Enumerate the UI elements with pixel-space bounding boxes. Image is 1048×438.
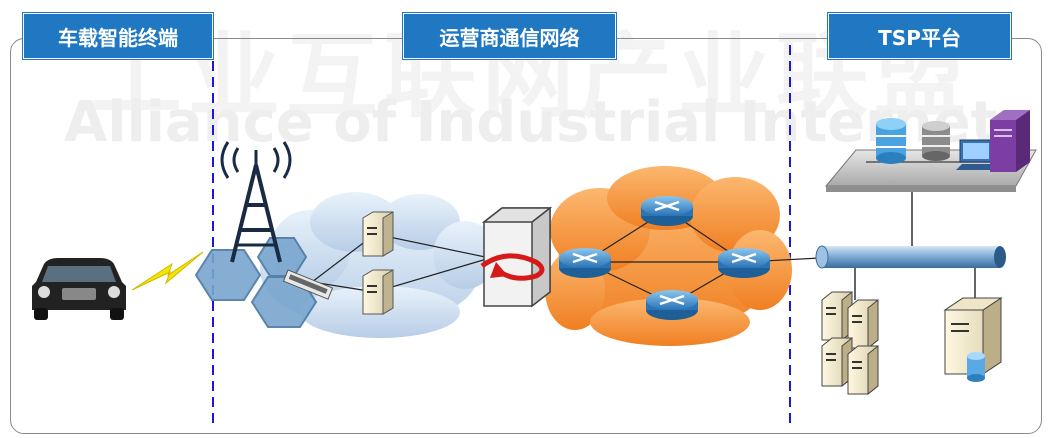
server-tower-icon bbox=[990, 110, 1030, 172]
database-icon bbox=[876, 118, 906, 164]
server-icon bbox=[362, 269, 394, 315]
label-carrier-network: 运营商通信网络 bbox=[403, 13, 616, 59]
lightning-icon bbox=[131, 251, 204, 291]
server-rack-icon bbox=[821, 290, 879, 396]
database-server-icon bbox=[943, 297, 1003, 382]
label-vehicle-terminal: 车载智能终端 bbox=[23, 13, 213, 59]
label-tsp-platform: TSP平台 bbox=[828, 13, 1011, 59]
router-icon bbox=[718, 248, 770, 278]
database-icon bbox=[922, 121, 950, 161]
bus-line bbox=[815, 190, 1006, 300]
router-icon bbox=[641, 196, 693, 226]
router-icon bbox=[559, 248, 611, 278]
router-icon bbox=[646, 290, 698, 320]
hexagon-cells bbox=[194, 237, 318, 328]
workstation-icon bbox=[956, 139, 996, 170]
car-icon bbox=[32, 258, 126, 320]
cell-tower-icon bbox=[220, 141, 292, 263]
firewall-icon bbox=[480, 206, 553, 308]
server-icon bbox=[362, 211, 394, 257]
watermark-en: Alliance of Industrial Internet bbox=[64, 90, 998, 155]
switch-icon bbox=[282, 269, 334, 300]
